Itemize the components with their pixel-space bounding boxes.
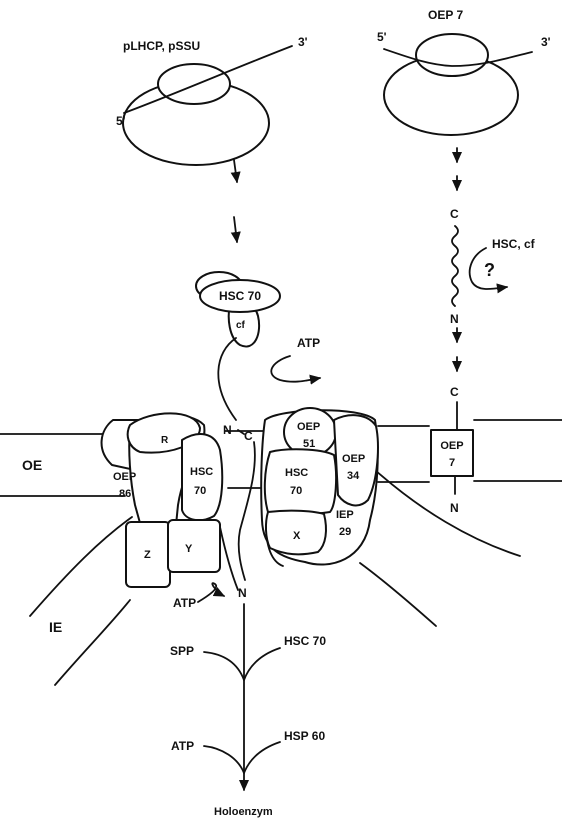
- oep7-pathway: C N C OEP 7 N HSC, cf ?: [431, 148, 536, 515]
- precursor-channel: N C N: [223, 423, 255, 600]
- label-c-top: C: [450, 207, 459, 221]
- n-label-channel: N: [223, 423, 232, 437]
- label-c-membrane: C: [450, 385, 459, 399]
- oep7-box-num: 7: [449, 457, 455, 469]
- atp-label-lower: ATP: [173, 596, 196, 610]
- oep86-label-a: OEP: [113, 471, 136, 483]
- ribosome-left: pLHCP, pSSU 5' 3': [116, 35, 308, 242]
- hsc70-right: [265, 449, 336, 514]
- oep7-box: [431, 430, 473, 476]
- cf-label: cf: [236, 320, 246, 331]
- ribosome-right: OEP 7 5' 3': [377, 8, 551, 135]
- label-n-bottom: N: [450, 501, 459, 515]
- mrna-right-label: OEP 7: [428, 8, 463, 22]
- label-n-mid: N: [450, 312, 459, 326]
- stromal-processing: SPP HSC 70 ATP HSP 60 Holoenzym: [170, 604, 326, 818]
- y-label: Y: [185, 543, 193, 555]
- cytosolic-chaperone-complex: cf HSC 70 ATP: [196, 272, 320, 420]
- hsc70-right-label-b: 70: [290, 485, 302, 497]
- prime3-right: 3': [541, 35, 551, 49]
- ie-label: IE: [49, 619, 62, 635]
- oep86-label-b: 86: [119, 488, 131, 500]
- hsc70-cf-label: HSC 70: [219, 289, 261, 303]
- hsc-cf-label: HSC, cf: [492, 237, 536, 251]
- prime5-left: 5': [116, 114, 126, 128]
- ribosome-small-subunit: [158, 64, 230, 104]
- prime3-left: 3': [298, 35, 308, 49]
- hsc70-left-label-a: HSC: [190, 466, 213, 478]
- hsc70-stroma-label: HSC 70: [284, 634, 326, 648]
- oep51-label-b: 51: [303, 438, 315, 450]
- ribosome-small-subunit-right: [416, 34, 488, 76]
- oe-label: OE: [22, 457, 42, 473]
- translocon-toc: R OEP 86 HSC 70 Z Y ATP: [102, 413, 224, 610]
- question-mark: ?: [484, 260, 495, 280]
- hsc70-right-label-a: HSC: [285, 467, 308, 479]
- atp-label-bottom: ATP: [171, 739, 194, 753]
- c-label-channel: C: [244, 429, 253, 443]
- hsc70-left-label-b: 70: [194, 485, 206, 497]
- hsp60-label: HSP 60: [284, 729, 325, 743]
- holoenzym-label: Holoenzym: [214, 806, 273, 818]
- oep7-precursor-wave: [452, 226, 458, 306]
- mrna-left-label: pLHCP, pSSU: [123, 39, 200, 53]
- prime5-right: 5': [377, 30, 387, 44]
- protein-y: [168, 520, 220, 572]
- z-label: Z: [144, 549, 151, 561]
- iep29-label-a: IEP: [336, 509, 354, 521]
- n-label-bottom: N: [238, 586, 247, 600]
- oep34-label-a: OEP: [342, 453, 365, 465]
- spp-label: SPP: [170, 644, 194, 658]
- r-label: R: [161, 435, 169, 446]
- x-label: X: [293, 530, 301, 542]
- translocon-tic: OEP 51 OEP 34 HSC 70 X IEP 29: [261, 408, 378, 565]
- atp-label-upper: ATP: [297, 336, 320, 350]
- oep7-box-oep: OEP: [440, 440, 463, 452]
- iep29-label-b: 29: [339, 526, 351, 538]
- oep51-label-a: OEP: [297, 421, 320, 433]
- oep34-label-b: 34: [347, 470, 360, 482]
